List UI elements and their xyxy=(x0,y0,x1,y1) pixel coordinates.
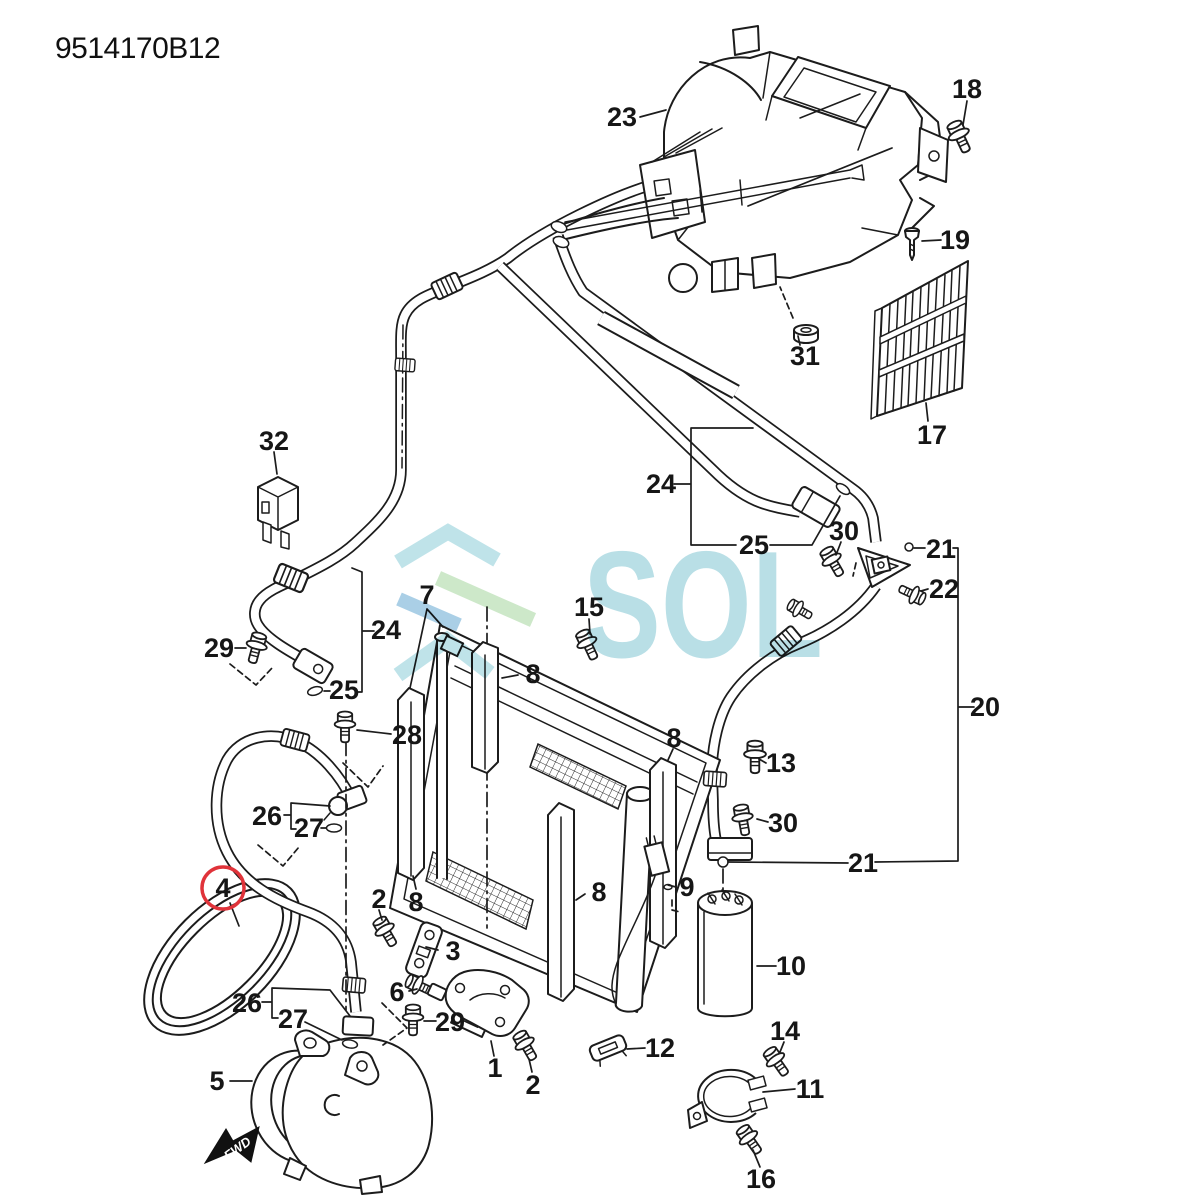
callout-28: 28 xyxy=(392,720,422,750)
bolt-2 xyxy=(368,912,404,952)
callout-1: 1 xyxy=(487,1053,502,1083)
condenser-assembly xyxy=(389,606,721,1038)
callout-30: 30 xyxy=(768,808,798,838)
ac-relay xyxy=(257,476,299,550)
callout-8: 8 xyxy=(591,877,606,907)
clip-12 xyxy=(588,1034,628,1067)
pipe-end-fitting xyxy=(292,647,334,685)
highlight-circle xyxy=(200,865,246,911)
fwd-arrow: FWD xyxy=(203,1126,260,1165)
callout-6: 6 xyxy=(389,977,404,1007)
callout-24: 24 xyxy=(371,615,401,645)
charge-valve xyxy=(894,579,930,609)
heater-evaporator-unit xyxy=(550,25,949,293)
callout-16: 16 xyxy=(746,1164,776,1194)
pipe-bracket-and-valve xyxy=(815,542,930,609)
callout-29: 29 xyxy=(204,633,234,663)
sol-logo-icon xyxy=(393,523,537,682)
callout-27: 27 xyxy=(278,1004,308,1034)
drier-clamp xyxy=(687,1068,768,1129)
sol-watermark-text: SOL xyxy=(583,520,823,690)
callout-26: 26 xyxy=(252,801,282,831)
callout-9: 9 xyxy=(679,872,694,902)
callout-3: 3 xyxy=(445,936,460,966)
callout-8: 8 xyxy=(408,887,423,917)
callout-11: 11 xyxy=(796,1074,825,1104)
callout-5: 5 xyxy=(209,1066,224,1096)
screw-19 xyxy=(904,227,920,261)
bolt-13 xyxy=(743,739,767,775)
part-number: 9514170B12 xyxy=(55,32,220,65)
callout-23: 23 xyxy=(607,102,637,132)
callout-18: 18 xyxy=(952,74,982,104)
callout-25: 25 xyxy=(739,530,769,560)
callout-22: 22 xyxy=(929,574,959,604)
callout-8: 8 xyxy=(666,723,681,753)
callout-14: 14 xyxy=(770,1016,800,1046)
compressor-bracket-1 xyxy=(444,969,530,1037)
callout-8: 8 xyxy=(525,659,540,689)
bolt-30 xyxy=(729,802,757,838)
callout-32: 32 xyxy=(259,426,289,456)
callout-21: 21 xyxy=(848,848,878,878)
callout-29: 29 xyxy=(435,1007,465,1037)
receiver-drier xyxy=(697,889,753,1018)
callout-30: 30 xyxy=(829,516,859,546)
callout-19: 19 xyxy=(940,225,970,255)
leader-lines xyxy=(229,100,975,1168)
compressor xyxy=(250,1029,434,1195)
bolt-29b xyxy=(401,1003,425,1037)
callout-25: 25 xyxy=(329,675,359,705)
cabin-filter xyxy=(870,260,969,420)
oring xyxy=(717,856,729,868)
condenser-inlet-flange xyxy=(707,837,753,861)
bolt-14 xyxy=(758,1042,796,1082)
callout-4-highlighted: 4 xyxy=(215,873,230,903)
callout-17: 17 xyxy=(917,420,947,450)
callout-24: 24 xyxy=(646,469,676,499)
callout-21: 21 xyxy=(926,534,956,564)
callout-26: 26 xyxy=(232,988,262,1018)
callout-2: 2 xyxy=(525,1070,540,1100)
callout-13: 13 xyxy=(766,748,796,778)
callout-labels: 9514170B12 23 18 19 31 17 32 24 29 25 7 … xyxy=(55,32,1000,1194)
oring xyxy=(904,542,914,552)
watermark: SOL xyxy=(393,520,823,690)
callout-27: 27 xyxy=(294,813,324,843)
suction-fitting xyxy=(341,1015,375,1037)
bolt-16 xyxy=(731,1120,769,1160)
callout-20: 20 xyxy=(970,692,1000,722)
hose-clamp xyxy=(328,796,348,816)
bolt-28 xyxy=(333,710,357,744)
callout-31: 31 xyxy=(790,341,820,371)
callout-12: 12 xyxy=(645,1033,675,1063)
ac-hoses xyxy=(249,180,882,842)
fasteners xyxy=(241,116,978,1160)
bolt-2b xyxy=(508,1026,544,1066)
callout-10: 10 xyxy=(776,951,806,981)
pressure-switch-connector xyxy=(611,835,681,1005)
callout-2: 2 xyxy=(371,884,386,914)
callout-15: 15 xyxy=(574,592,604,622)
